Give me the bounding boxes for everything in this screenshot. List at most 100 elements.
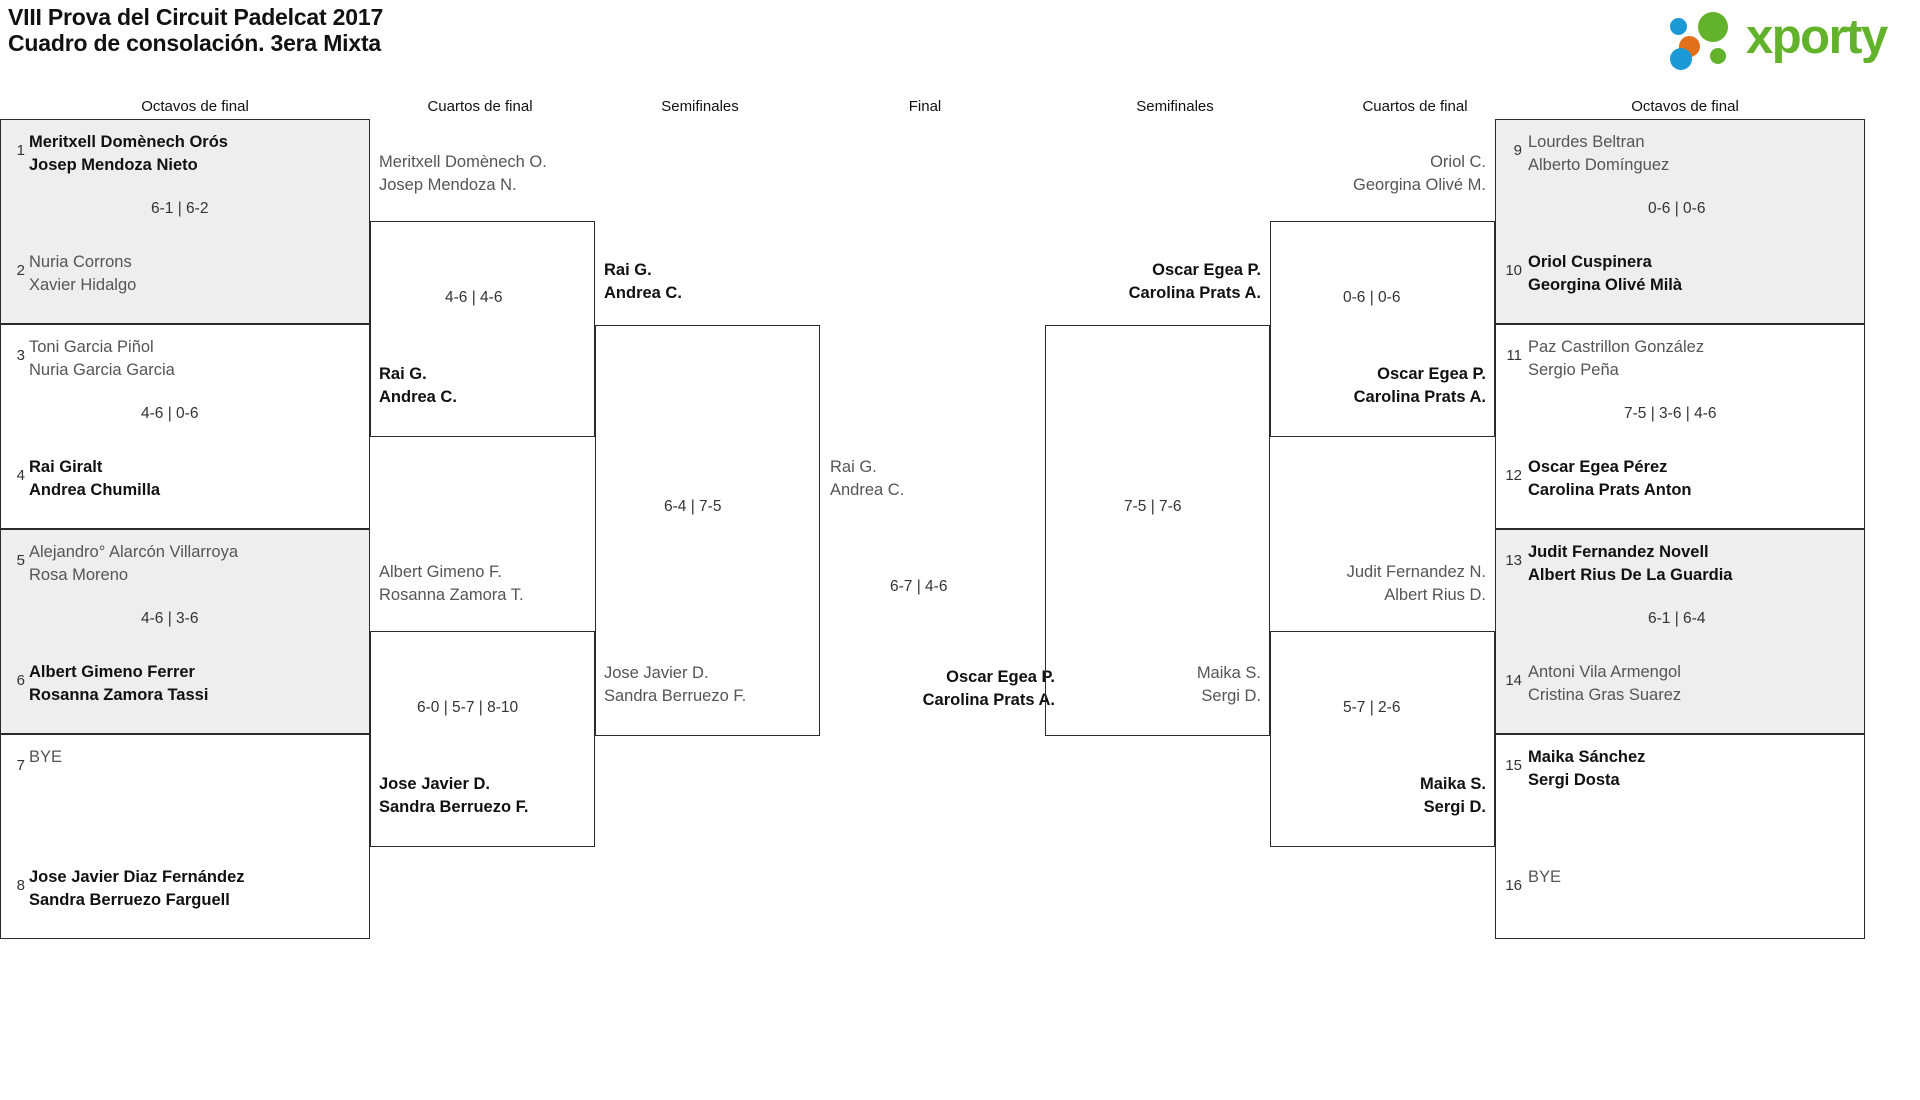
match-r16-left-2[interactable]: 3 Toni Garcia Piñol Nuria Garcia Garcia … [0,324,370,529]
match-r16-right-3[interactable]: 13 Judit Fernandez Novell Albert Rius De… [1495,529,1865,734]
match-score: 7-5 | 7-6 [1124,498,1182,515]
round-header-final: Final [908,98,942,115]
team-player1: Judit Fernandez Novell [1528,543,1709,561]
team-player2: Albert Rius De La Guardia [1528,566,1733,584]
team-player2: Andrea Chumilla [29,481,161,499]
team-player1: Alejandro° Alarcón Villarroya [29,543,238,561]
match-score: 4-6 | 3-6 [141,610,199,627]
match-score: 0-6 | 0-6 [1343,289,1401,306]
seed-number: 15 [1505,757,1522,774]
team-player2: Sergi D. [1423,798,1486,816]
logo-wordmark: xporty [1746,10,1888,64]
page-header: VIII Prova del Circuit Padelcat 2017 Cua… [0,0,1920,95]
team-player2: Xavier Hidalgo [29,276,137,294]
seed-number: 3 [16,347,25,364]
team-player1: Oriol C. [1430,153,1486,171]
match-qf-left-1[interactable]: Meritxell Domènech O. Josep Mendoza N. 4… [370,153,595,437]
seed-number: 1 [16,142,25,159]
seed-number: 4 [16,467,25,484]
match-r16-right-2[interactable]: 11 Paz Castrillon González Sergio Peña 7… [1495,324,1865,529]
match-sf-right-1[interactable]: Oscar Egea P. Carolina Prats A. 7-5 | 7-… [1045,261,1270,736]
match-r16-right-1[interactable]: 9 Lourdes Beltran Alberto Domínguez 0-6 … [1495,119,1865,324]
seed-number: 8 [16,877,25,894]
match-score: 6-1 | 6-2 [151,200,209,217]
round-header-semifinales-right: Semifinales [1136,98,1214,115]
team-player2: Sergi D. [1201,687,1261,705]
seed-number: 16 [1505,877,1522,894]
match-score: 6-7 | 4-6 [890,578,948,595]
team-player2: Carolina Prats A. [1128,284,1261,302]
match-score: 6-1 | 6-4 [1648,610,1706,627]
team-player1: Rai G. [604,261,652,279]
team-player1: Oscar Egea P. [946,668,1055,686]
match-r16-right-4[interactable]: 15 Maika Sánchez Sergi Dosta 16 BYE [1495,734,1865,939]
team-player2: Rosa Moreno [29,566,129,584]
team-player1: Nuria Corrons [29,253,132,271]
team-player1: Jose Javier Diaz Fernández [29,868,245,886]
team-player2: Josep Mendoza N. [379,176,517,194]
seed-number: 9 [1513,142,1522,159]
seed-number: 5 [16,552,25,569]
match-final[interactable]: Rai G. Andrea C. 6-7 | 4-6 Oscar Egea P.… [820,450,1065,709]
match-r16-left-4[interactable]: 7 BYE 8 Jose Javier Diaz Fernández Sandr… [0,734,370,939]
match-sf-left-1[interactable]: Rai G. Andrea C. 6-4 | 7-5 Jose Javier D… [595,261,820,736]
team-player2: Rosanna Zamora Tassi [29,686,209,704]
seed-number: 6 [16,672,25,689]
team-player2: Andrea C. [830,481,905,499]
team-player2: Carolina Prats Anton [1528,481,1692,499]
team-player1: Maika S. [1196,664,1261,682]
team-player1: Toni Garcia Piñol [29,338,154,356]
team-player1: Rai G. [379,365,427,383]
team-player2: Rosanna Zamora T. [379,586,524,604]
team-player1: Paz Castrillon González [1528,338,1705,356]
team-player1: Jose Javier D. [604,664,709,682]
page-subtitle: Cuadro de consolación. 3era Mixta [8,30,382,56]
match-score: 6-0 | 5-7 | 8-10 [417,699,519,716]
page-title: VIII Prova del Circuit Padelcat 2017 [8,4,384,30]
match-r16-left-1[interactable]: 1 Meritxell Domènech Orós Josep Mendoza … [0,119,370,324]
team-player1: Maika S. [1419,775,1486,793]
team-player1: Jose Javier D. [379,775,490,793]
team-player2: Sergio Peña [1528,361,1619,379]
team-player1: Oscar Egea P. [1377,365,1486,383]
team-player2: Andrea C. [604,284,682,302]
team-player2: Josep Mendoza Nieto [29,156,198,174]
team-player1: Oscar Egea Pérez [1528,458,1668,476]
seed-number: 2 [16,262,25,279]
team-player1: Oriol Cuspinera [1528,253,1652,271]
team-player2: Nuria Garcia Garcia [29,361,175,379]
xporty-logo: xporty [1670,8,1902,70]
match-score: 0-6 | 0-6 [1648,200,1706,217]
match-score: 5-7 | 2-6 [1343,699,1401,716]
team-player2: Sandra Berruezo Farguell [29,891,230,909]
team-player1: Albert Gimeno F. [379,563,502,581]
team-player2: Sandra Berruezo F. [604,687,747,705]
team-player2: Andrea C. [379,388,457,406]
team-player2: Cristina Gras Suarez [1528,686,1682,704]
team-player1: Judit Fernandez N. [1346,563,1486,581]
round-header-octavos-left: Octavos de final [141,98,249,115]
team-player1: Lourdes Beltran [1528,133,1645,151]
match-score: 7-5 | 3-6 | 4-6 [1624,405,1717,422]
match-qf-left-2[interactable]: Albert Gimeno F. Rosanna Zamora T. 6-0 |… [370,563,595,847]
round-header-cuartos-right: Cuartos de final [1362,98,1468,115]
team-player1: Meritxell Domènech O. [379,153,547,171]
logo-dots-icon [1670,12,1748,70]
team-player2: Sergi Dosta [1528,771,1620,789]
round-header-cuartos-left: Cuartos de final [427,98,533,115]
title-block: VIII Prova del Circuit Padelcat 2017 Cua… [8,4,383,56]
match-qf-right-2[interactable]: Judit Fernandez N. Albert Rius D. 5-7 | … [1270,563,1495,847]
seed-number: 12 [1505,467,1522,484]
team-player1: Rai Giralt [29,458,103,476]
team-player2: Georgina Olivé M. [1353,176,1486,194]
match-r16-left-3[interactable]: 5 Alejandro° Alarcón Villarroya Rosa Mor… [0,529,370,734]
round-header-octavos-right: Octavos de final [1631,98,1739,115]
team-player1: Meritxell Domènech Orós [29,133,228,151]
team-player1: Antoni Vila Armengol [1528,663,1681,681]
team-player1: Rai G. [830,458,877,476]
seed-number: 10 [1505,262,1522,279]
team-player1: Maika Sánchez [1528,748,1646,766]
match-qf-right-1[interactable]: Oriol C. Georgina Olivé M. 0-6 | 0-6 Osc… [1270,153,1495,437]
team-player2: Carolina Prats A. [1353,388,1486,406]
